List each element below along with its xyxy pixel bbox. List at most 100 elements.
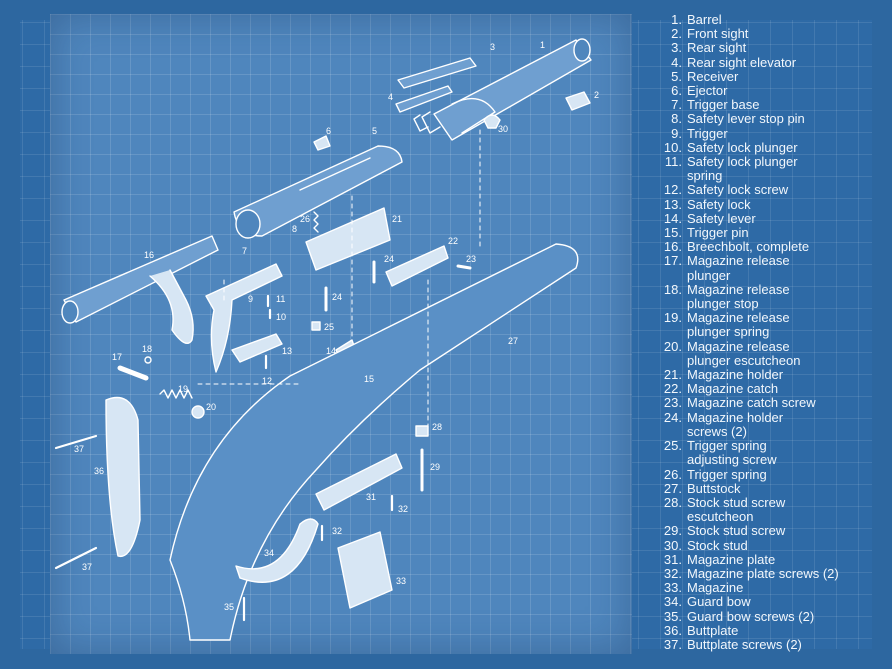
part-ejector: [313, 135, 331, 151]
legend-item: 29.Stock stud screw: [652, 524, 888, 538]
callout-24b: 24: [332, 292, 342, 302]
legend-label: Magazine: [687, 580, 744, 596]
callout-25: 25: [324, 322, 334, 332]
legend-item: 24. Magazine holder screws (2): [652, 409, 888, 439]
callout-32a: 32: [398, 504, 408, 514]
legend-number: 29.: [663, 523, 682, 539]
callout-15: 15: [364, 374, 374, 384]
legend-label: Safety lock plunger: [687, 139, 798, 155]
callout-13: 13: [282, 346, 292, 356]
legend-number: 24.: [663, 409, 682, 425]
part-barrel: [413, 38, 592, 141]
legend-item: 10.Safety lock plunger: [652, 139, 888, 155]
legend-number: 11.: [664, 154, 682, 170]
legend-number: 2.: [671, 26, 682, 42]
part-front-sight: [565, 91, 591, 111]
legend-number: 30.: [663, 537, 682, 553]
part-stock-stud: [483, 114, 501, 129]
legend-number: 25.: [663, 438, 682, 454]
callout-3: 3: [490, 42, 495, 52]
legend-number: 1.: [671, 12, 682, 27]
legend-number: 5.: [671, 68, 682, 84]
legend-item: 27.Buttstock: [652, 480, 888, 496]
callout-labels: 1 2 3 4 5 6 7 8 9 10 11 12 13 14 15 16 1…: [74, 40, 599, 612]
callout-37b: 37: [82, 562, 92, 572]
legend-item: 30. Stock stud: [652, 537, 888, 553]
part-buttstock: [169, 243, 579, 641]
legend-item: 35. Guard bow screws (2): [652, 608, 888, 624]
callout-33: 33: [396, 576, 406, 586]
callout-27: 27: [508, 336, 518, 346]
legend-label: Magazine release plunger spring: [687, 310, 790, 340]
legend-item: 28.Stock stud screw escutcheon: [652, 494, 888, 524]
callout-35: 35: [224, 602, 234, 612]
legend-label: Safety lock plunger spring: [687, 154, 798, 184]
part-mag-release-spring: [159, 389, 193, 399]
legend-item: 13. Safety lock: [652, 196, 888, 212]
callout-1: 1: [540, 40, 545, 50]
callout-19: 19: [178, 384, 188, 394]
legend-number: 31.: [663, 551, 682, 567]
part-magazine-catch: [385, 245, 449, 287]
callout-28: 28: [432, 422, 442, 432]
callout-5: 5: [372, 126, 377, 136]
legend-number: 13.: [663, 196, 682, 212]
part-buttplate-screw-a: [54, 434, 98, 450]
legend-item: 16.Breechbolt, complete: [652, 240, 888, 254]
part-safety-lock-plunger: [266, 294, 272, 320]
legend-label: Magazine release plunger: [687, 253, 790, 283]
legend-item: 23.Magazine catch screw: [652, 396, 888, 410]
part-adjusting-screw: [311, 321, 321, 331]
legend-label: Safety lever: [687, 210, 756, 226]
legend-label: Magazine release plunger stop: [687, 281, 790, 312]
legend-item: 22. Magazine catch: [652, 382, 888, 396]
legend-number: 6.: [671, 83, 682, 99]
legend-label: Magazine holder screws (2): [687, 409, 784, 439]
legend-item: 25.Trigger spring adjusting screw: [652, 438, 888, 467]
legend-number: 35.: [663, 608, 682, 624]
part-guard-bow: [235, 518, 319, 583]
part-magazine-catch-screw: [456, 264, 472, 270]
legend-label: Guard bow: [687, 594, 751, 610]
legend-item: 5. Receiver: [652, 68, 888, 84]
legend-item: 11. Safety lock plunger spring: [652, 154, 888, 184]
callout-24a: 24: [384, 254, 394, 264]
part-buttplate: [105, 396, 141, 558]
legend-label: Safety lock: [687, 196, 751, 212]
legend-number: 36.: [663, 622, 682, 638]
legend-number: 3.: [671, 40, 682, 56]
callout-20: 20: [206, 402, 216, 412]
callout-6: 6: [326, 126, 331, 136]
assembly-lines: [197, 129, 481, 431]
legend-number: 28.: [663, 494, 682, 510]
part-magazine-plate: [315, 453, 403, 511]
legend-number: 27.: [663, 480, 682, 496]
legend-label: Magazine plate: [687, 551, 776, 567]
legend-item: 1.Barrel: [652, 12, 888, 27]
legend-label: Trigger base: [687, 97, 760, 113]
callout-23: 23: [466, 254, 476, 264]
legend-number: 33.: [663, 580, 682, 596]
legend-label: Stock stud: [687, 537, 748, 553]
legend-number: 4.: [671, 54, 682, 70]
legend-item: 12.Safety lock screw: [652, 183, 888, 197]
callout-31: 31: [366, 492, 376, 502]
legend-number: 22.: [663, 381, 682, 397]
legend-label: Safety lock screw: [687, 182, 789, 198]
part-stock-stud-escutcheon: [415, 425, 429, 437]
legend-label: Magazine catch: [687, 381, 779, 397]
legend-number: 14.: [663, 210, 682, 226]
part-safety-lock: [231, 333, 283, 363]
legend-number: 37.: [663, 636, 682, 652]
callout-10: 10: [276, 312, 286, 322]
legend-number: 7.: [671, 97, 682, 113]
legend-label: Guard bow screws (2): [687, 608, 815, 624]
part-receiver: [233, 145, 403, 239]
legend-item: 14. Safety lever: [652, 210, 888, 226]
legend-label: Receiver: [687, 68, 739, 84]
callout-4: 4: [388, 92, 393, 102]
legend-item: 6.Ejector: [652, 83, 888, 99]
part-rear-sight-elevator: [395, 85, 453, 113]
